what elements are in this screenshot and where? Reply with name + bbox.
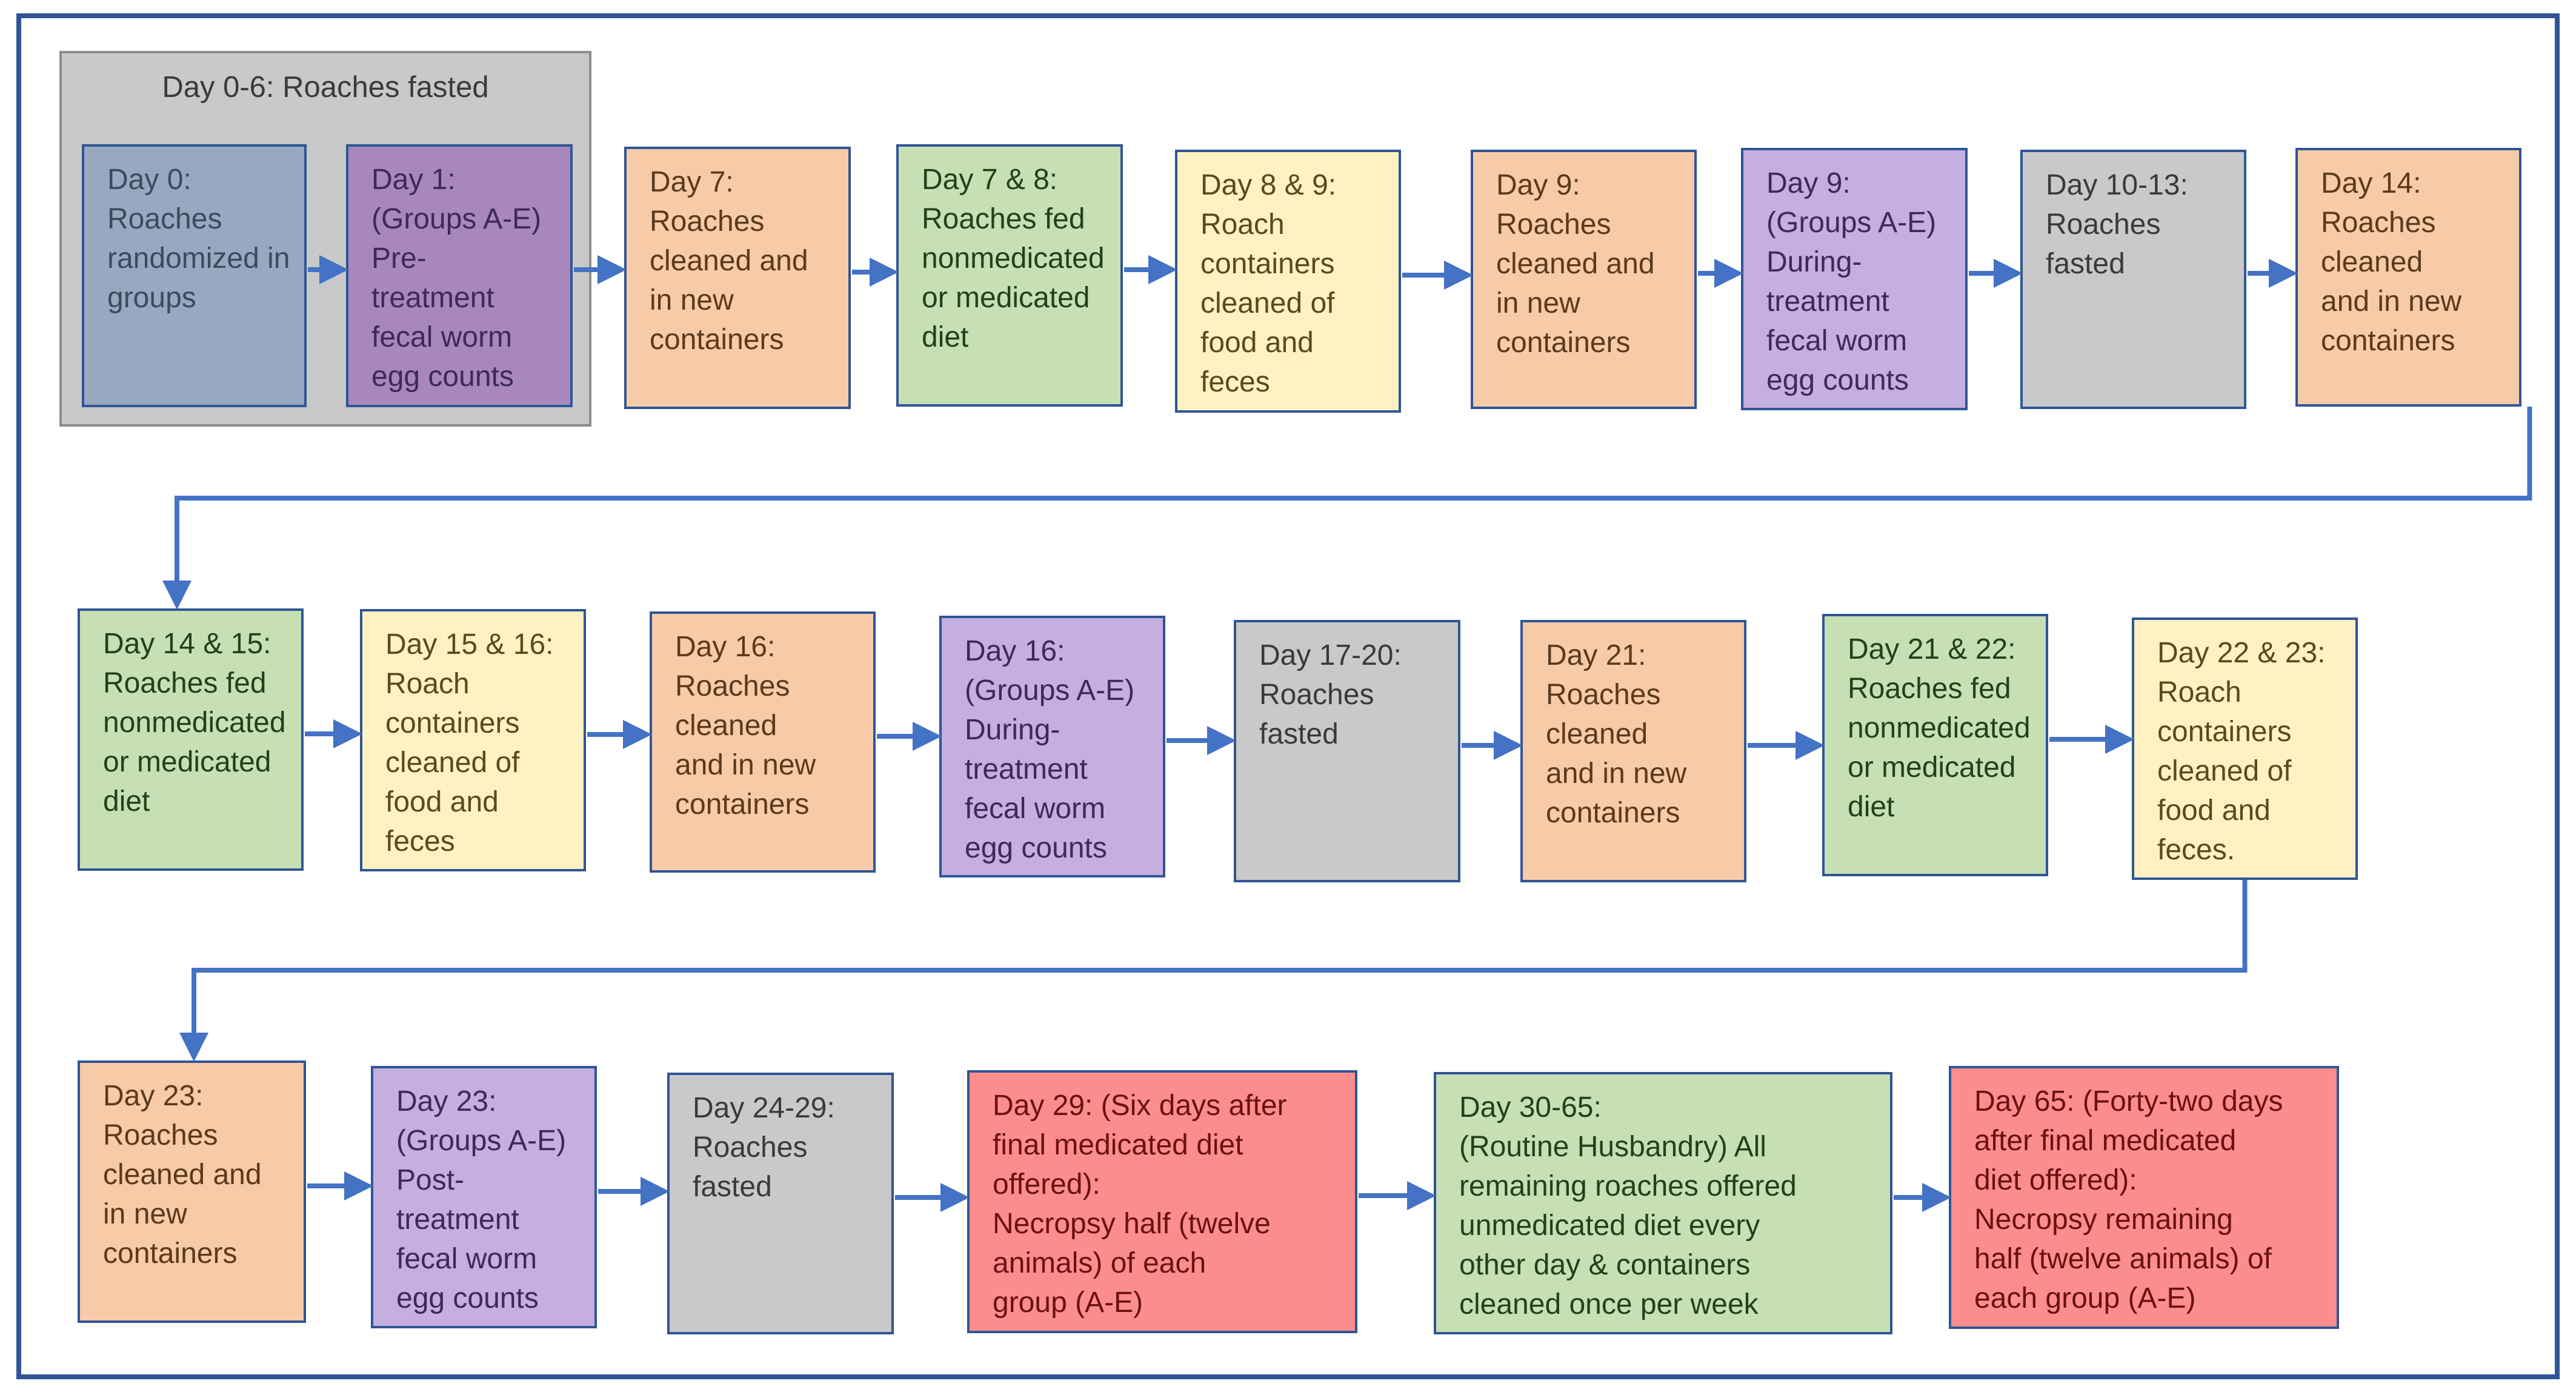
step-box-day9-clean: Day 9: Roaches cleaned and in new contai… [1471, 150, 1697, 409]
step-box-day17-20: Day 17-20: Roaches fasted [1234, 620, 1460, 882]
step-box-day16-count: Day 16: (Groups A-E) During- treatment f… [939, 616, 1165, 877]
step-box-day1: Day 1: (Groups A-E) Pre- treatment fecal… [346, 144, 573, 407]
step-box-day21: Day 21: Roaches cleaned and in new conta… [1520, 620, 1746, 882]
step-box-day0: Day 0: Roaches randomized in groups [82, 144, 307, 407]
step-box-day65: Day 65: (Forty-two days after final medi… [1949, 1066, 2339, 1329]
step-box-day22-23: Day 22 & 23: Roach containers cleaned of… [2132, 618, 2358, 880]
step-box-day24-29: Day 24-29: Roaches fasted [667, 1073, 894, 1334]
step-box-day21-22: Day 21 & 22: Roaches fed nonmedicated or… [1822, 614, 2048, 876]
step-box-day23-count: Day 23: (Groups A-E) Post- treatment fec… [371, 1066, 597, 1328]
step-box-day7-8: Day 7 & 8: Roaches fed nonmedicated or m… [896, 144, 1123, 407]
step-box-day7: Day 7: Roaches cleaned and in new contai… [624, 147, 851, 409]
fasting-period-title: Day 0-6: Roaches fasted [162, 71, 489, 104]
step-box-day14-15: Day 14 & 15: Roaches fed nonmedicated or… [78, 608, 304, 871]
step-box-day9-count: Day 9: (Groups A-E) During- treatment fe… [1741, 148, 1968, 410]
step-box-day16-clean: Day 16: Roaches cleaned and in new conta… [650, 611, 876, 873]
step-box-day15-16: Day 15 & 16: Roach containers cleaned of… [360, 609, 586, 871]
step-box-day29: Day 29: (Six days after final medicated … [967, 1070, 1357, 1333]
step-box-day14: Day 14: Roaches cleaned and in new conta… [2295, 148, 2521, 407]
step-box-day10-13: Day 10-13: Roaches fasted [2020, 150, 2246, 409]
step-box-day8-9: Day 8 & 9: Roach containers cleaned of f… [1175, 150, 1401, 413]
step-box-day23-clean: Day 23: Roaches cleaned and in new conta… [78, 1060, 306, 1323]
step-box-day30-65: Day 30-65: (Routine Husbandry) All remai… [1434, 1072, 1892, 1334]
